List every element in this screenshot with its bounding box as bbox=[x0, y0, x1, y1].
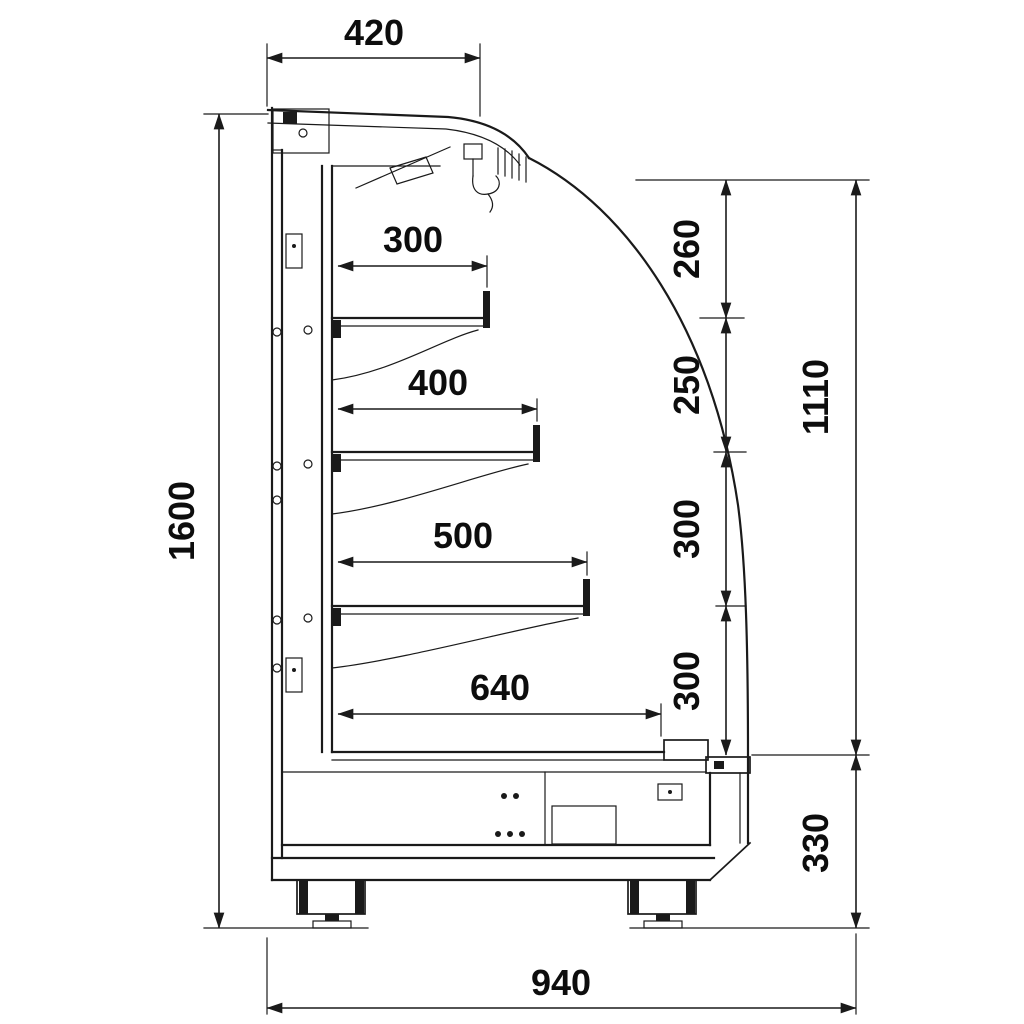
shelf-1-front-lip bbox=[483, 291, 490, 328]
dim-label-base-height: 330 bbox=[795, 813, 836, 873]
dim-label-shelf-2-depth: 400 bbox=[408, 362, 468, 403]
dim-label-shelf-3-depth: 500 bbox=[433, 515, 493, 556]
base-unit bbox=[270, 739, 752, 882]
shelf-2-front-lip bbox=[533, 425, 540, 462]
dim-opening-height: 1110 bbox=[795, 179, 862, 756]
air-outlet-honeycomb bbox=[497, 147, 527, 183]
lamp-fixture bbox=[389, 156, 434, 185]
shelf-3 bbox=[272, 579, 590, 669]
front-top-cap bbox=[705, 756, 751, 774]
dim-label-canopy-to-shelf-1: 260 bbox=[666, 219, 707, 279]
dim-label-shelf-1-depth: 300 bbox=[383, 219, 443, 260]
leg-right-foot bbox=[643, 920, 683, 929]
dim-shelf-2-depth: 400 bbox=[337, 362, 538, 422]
back-panel bbox=[270, 106, 334, 882]
leg-right-stem bbox=[656, 914, 670, 921]
dim-overall-depth: 940 bbox=[266, 933, 857, 1015]
dim-shelf-1-depth: 300 bbox=[337, 219, 488, 288]
control-box bbox=[551, 805, 617, 845]
shelf-2-bracket bbox=[331, 463, 529, 515]
leg-right bbox=[627, 879, 697, 929]
dim-overall-height: 1600 bbox=[161, 113, 369, 929]
leg-left-foot bbox=[312, 920, 352, 929]
shelf-3-front-lip bbox=[583, 579, 590, 616]
dim-label-well-depth: 640 bbox=[470, 667, 530, 708]
dim-label-top-width: 420 bbox=[344, 12, 404, 53]
dim-label-opening-height: 1110 bbox=[795, 359, 836, 435]
dim-label-overall-depth: 940 bbox=[531, 962, 591, 1003]
junction-box-lower bbox=[285, 657, 303, 693]
dim-shelf-3-depth: 500 bbox=[337, 515, 588, 576]
hanging-sensor bbox=[463, 143, 500, 213]
dim-label-overall-height: 1600 bbox=[161, 481, 202, 561]
shelf-3-bracket bbox=[331, 617, 579, 669]
shelf-1-bracket bbox=[331, 329, 479, 381]
dim-label-shelf-3-to-deck: 300 bbox=[666, 651, 707, 711]
deck-front-bumper bbox=[663, 739, 709, 761]
dim-shelf-gap-chain: 260 250 300 300 bbox=[635, 179, 870, 756]
front-air-curtain-curve bbox=[527, 156, 750, 758]
leg-left bbox=[296, 879, 366, 929]
dim-base-height: 330 bbox=[629, 754, 870, 929]
dim-top-width: 420 bbox=[266, 12, 481, 117]
dim-label-shelf-1-to-shelf-2: 250 bbox=[666, 355, 707, 415]
air-deflector bbox=[355, 146, 451, 189]
evaporator-block bbox=[272, 108, 330, 154]
shelf-2 bbox=[272, 425, 540, 515]
vent-grille bbox=[657, 783, 683, 801]
canopy bbox=[266, 108, 531, 213]
dim-well-depth: 640 bbox=[337, 667, 662, 737]
shelf-1 bbox=[272, 291, 490, 381]
leg-left-stem bbox=[325, 914, 339, 921]
dim-label-shelf-2-to-shelf-3: 300 bbox=[666, 499, 707, 559]
junction-box-upper bbox=[285, 233, 303, 269]
